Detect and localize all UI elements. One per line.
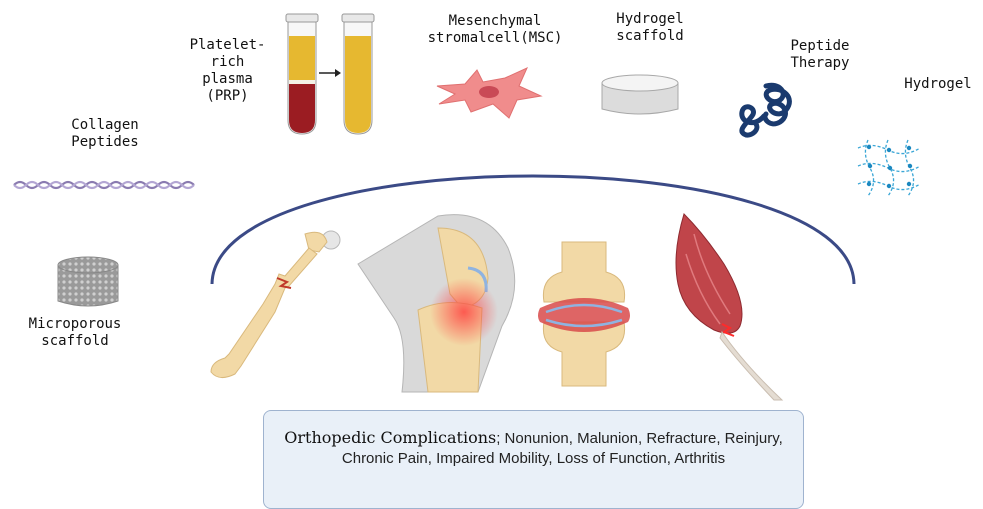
fractured-femur-icon — [205, 226, 345, 382]
knee-joint-icon — [358, 208, 526, 392]
torn-muscle-icon — [664, 214, 788, 400]
arthritic-joint-icon — [536, 242, 632, 386]
complications-text: Orthopedic Complications; Nonunion, Malu… — [270, 428, 797, 469]
complications-lead: Orthopedic Complications — [284, 428, 496, 447]
